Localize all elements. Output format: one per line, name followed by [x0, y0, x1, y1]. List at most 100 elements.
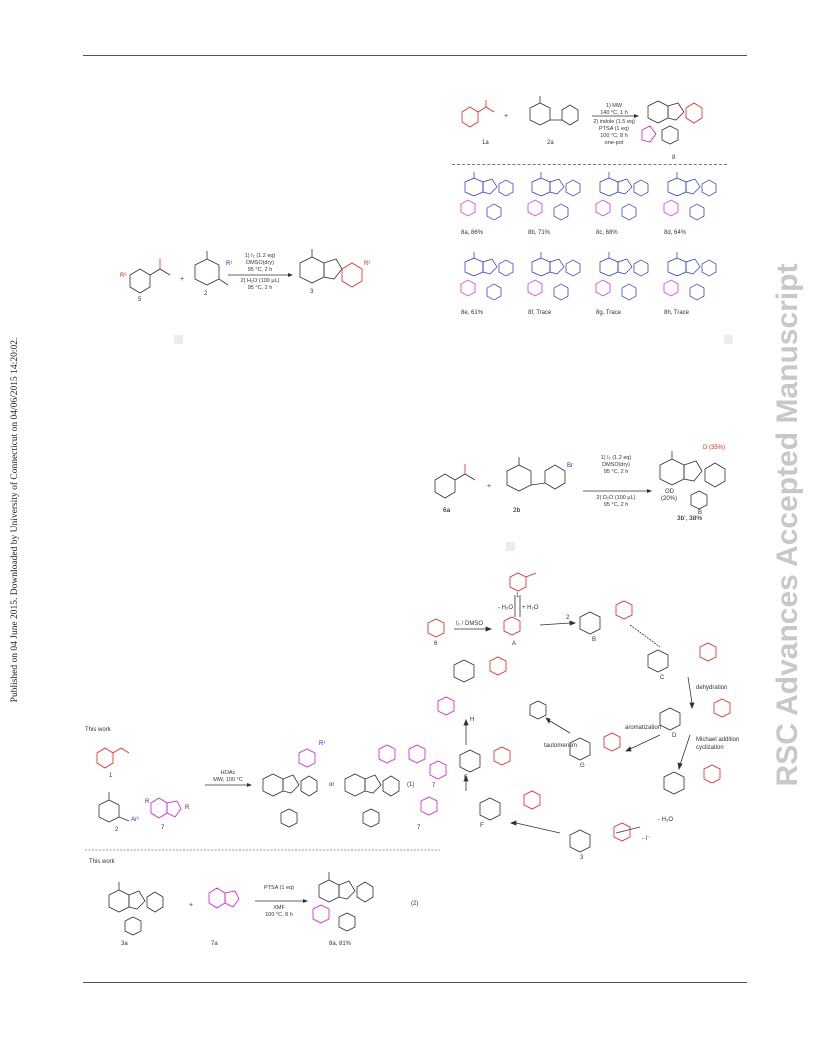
mechanism-note: - I⁻: [642, 836, 651, 842]
ring: [486, 283, 502, 301]
ring: [595, 199, 611, 217]
mechanism-note: + H₂O: [522, 605, 539, 611]
product-label: 8d, 64%: [664, 230, 687, 236]
header-rule: [83, 55, 747, 56]
scheme-right-mid-graphic: +: [434, 451, 726, 510]
publication-note: Published on 04 June 2015. Downloaded by…: [3, 240, 27, 800]
substituent-label: R¹: [319, 741, 326, 747]
publication-note-text: Published on 04 June 2015. Downloaded by…: [10, 337, 20, 703]
od-label: OD: [665, 489, 674, 495]
mechanism-label: D: [672, 733, 677, 739]
mechanism-note: I₂ / DMSO: [456, 621, 483, 627]
reaction-conditions: PTSA (1 eq): [264, 885, 294, 891]
ring: [701, 259, 717, 277]
ring: [663, 279, 679, 297]
ring: [553, 203, 569, 221]
ring: [549, 178, 565, 195]
ring: [527, 279, 543, 297]
mechanism-note: aromatization: [625, 725, 662, 731]
mechanism-label: G: [580, 763, 585, 769]
product-label: 8a, 86%: [461, 230, 484, 236]
ring: [498, 179, 514, 197]
product-structure: [527, 252, 581, 301]
product-structure: [460, 172, 514, 221]
compound-label: 2: [204, 291, 208, 297]
mechanism-label: E: [464, 775, 469, 781]
ring: [617, 178, 633, 195]
compound-label: 7a: [211, 941, 218, 947]
mechanism-label: 7: [432, 783, 436, 789]
mechanism-label: 3: [580, 855, 584, 861]
substituent-label: B: [698, 510, 703, 516]
ring: [685, 178, 701, 195]
product-structure: [663, 252, 717, 301]
product-label: 8g, Trace: [596, 310, 622, 316]
compound-label: 2: [115, 827, 119, 833]
ring: [621, 203, 637, 221]
ring: [595, 279, 611, 297]
product-label: 8b, 71%: [528, 230, 551, 236]
watermark-text: RSC Advances Accepted Manuscript: [771, 263, 804, 787]
ring: [685, 258, 701, 275]
product-structure: [595, 172, 649, 221]
compound-label: 8: [672, 155, 676, 161]
mechanism-label: C: [660, 675, 665, 681]
reaction-conditions: HOAc MW, 100 °C: [213, 770, 243, 783]
section-title: This work: [85, 727, 111, 733]
mechanism-label: 6: [434, 641, 438, 647]
mechanism-note: 2: [566, 615, 570, 621]
deuterium-label: D (35%): [703, 445, 726, 451]
ring: [663, 199, 679, 217]
ring: [460, 279, 476, 297]
mechanism-note: - H₂O: [498, 605, 513, 611]
equation-number: (1): [407, 782, 415, 788]
reaction-conditions: 2) H₂O (100 μL) 95 °C, 2 h: [240, 278, 280, 291]
mechanism-note: - H₂O: [658, 817, 673, 823]
compound-label: 8a, 81%: [329, 941, 352, 947]
mechanism-note: tautomerism: [544, 743, 578, 749]
mechanism-label: A: [512, 641, 517, 647]
substituent-label: Br: [567, 463, 573, 469]
compound-label: 3: [310, 289, 314, 295]
reaction-conditions: 2) indole (1.5 eq) PTSA (1 eq) 100 °C, 8…: [593, 119, 635, 146]
ring: [531, 177, 551, 197]
ring: [482, 178, 498, 195]
compound-label: 3b', 38%: [677, 515, 703, 522]
compound-label: 1a: [482, 140, 489, 146]
ring: [464, 177, 484, 197]
figure-marker: [174, 335, 183, 344]
footer-rule: [83, 982, 747, 983]
ring: [689, 203, 705, 221]
ring: [689, 283, 705, 301]
ring: [599, 257, 619, 277]
scheme-right-top-graphic: +: [461, 96, 703, 145]
product-structure: [460, 252, 514, 301]
ring: [549, 258, 565, 275]
substituent-label: R: [145, 799, 150, 805]
reaction-conditions: XMF 100 °C, 8 h: [265, 905, 293, 918]
ring: [460, 199, 476, 217]
scheme-right-top: + 1a 2a 8 1) MW 140 °C, 1 h 2) indole (1…: [452, 90, 727, 340]
mechanism-label: B: [592, 637, 597, 643]
mechanism-note: Michael addition: [696, 737, 740, 743]
ring: [633, 179, 649, 197]
or-text: or: [329, 782, 335, 788]
compound-label: 5: [138, 297, 142, 303]
figure-marker: [724, 335, 733, 344]
ring: [553, 283, 569, 301]
scheme-left-top-graphic: +: [129, 249, 363, 294]
svg-text:+: +: [189, 902, 193, 909]
ring: [486, 203, 502, 221]
ring: [464, 257, 484, 277]
scheme-divider: [452, 164, 727, 165]
compound-label: 7: [161, 825, 165, 831]
substituent-label: R: [185, 805, 190, 811]
substituent-label: R³: [120, 273, 127, 279]
ring: [482, 258, 498, 275]
substituent-label: R¹: [226, 261, 233, 267]
section-title: This work: [89, 859, 115, 865]
compound-label: 2b: [513, 507, 521, 514]
ring: [527, 199, 543, 217]
mechanism-graphic: [427, 572, 731, 853]
product-label: 8c, 68%: [596, 230, 618, 236]
